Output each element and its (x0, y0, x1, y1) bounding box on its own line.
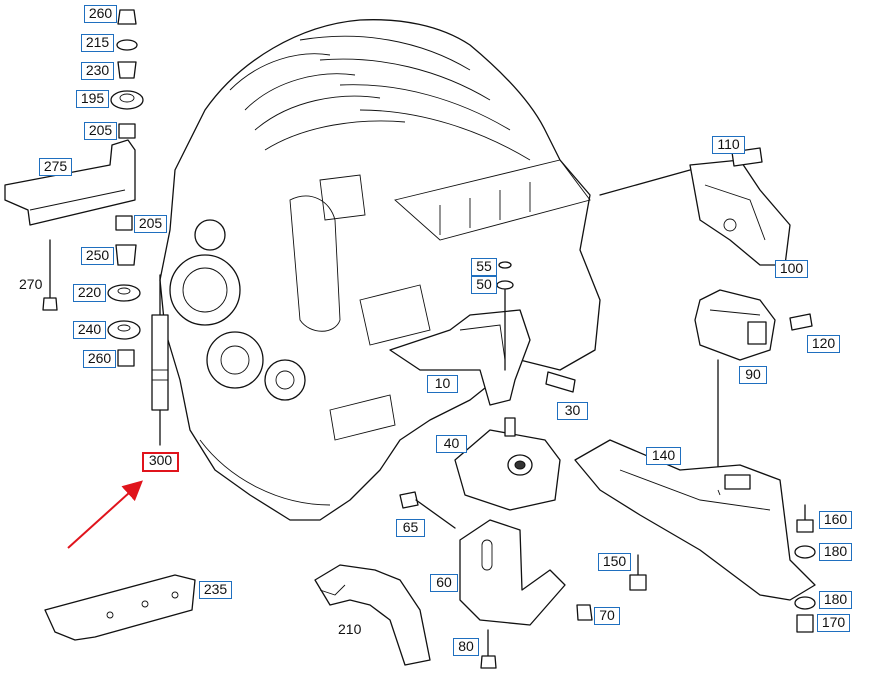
callout-120[interactable]: 120 (807, 335, 840, 353)
leader-lines (717, 489, 721, 496)
callout-195[interactable]: 195 (76, 90, 109, 108)
callout-215[interactable]: 215 (81, 34, 114, 52)
callout-205[interactable]: 205 (134, 215, 167, 233)
callout-220[interactable]: 220 (73, 284, 106, 302)
callout-60[interactable]: 60 (430, 574, 458, 592)
mount-40-drawing (454, 417, 561, 511)
callout-230[interactable]: 230 (81, 62, 114, 80)
callout-205[interactable]: 205 (84, 122, 117, 140)
callout-250[interactable]: 250 (81, 247, 114, 265)
callout-65[interactable]: 65 (396, 519, 425, 537)
mount-90-drawing (694, 289, 813, 491)
callout-260[interactable]: 260 (84, 5, 117, 23)
callout-50[interactable]: 50 (471, 276, 497, 294)
left-parts-stack (4, 9, 169, 446)
callout-275[interactable]: 275 (39, 158, 72, 176)
crossmember-140-drawing (574, 439, 816, 601)
callout-55[interactable]: 55 (471, 258, 497, 276)
callout-90[interactable]: 90 (739, 366, 767, 384)
bracket-60-drawing (399, 491, 593, 669)
callout-180[interactable]: 180 (819, 591, 852, 609)
bracket-10-drawing (389, 261, 576, 406)
callout-140[interactable]: 140 (646, 447, 681, 465)
engine-block-drawing (159, 19, 601, 521)
callout-300-selected[interactable]: 300 (142, 452, 179, 472)
callout-10[interactable]: 10 (427, 375, 458, 393)
plate-235-drawing (44, 574, 196, 641)
callout-100[interactable]: 100 (775, 260, 808, 278)
callout-110[interactable]: 110 (712, 136, 745, 154)
label-270: 270 (19, 276, 43, 292)
callout-80[interactable]: 80 (453, 638, 479, 656)
callout-180[interactable]: 180 (819, 543, 852, 561)
heat-shield-210-drawing (314, 564, 431, 666)
label-210: 210 (338, 621, 362, 637)
callout-30[interactable]: 30 (557, 402, 588, 420)
right-fasteners (629, 504, 816, 633)
callout-70[interactable]: 70 (594, 607, 620, 625)
callout-235[interactable]: 235 (199, 581, 232, 599)
callout-40[interactable]: 40 (436, 435, 467, 453)
callout-150[interactable]: 150 (598, 553, 631, 571)
callout-240[interactable]: 240 (73, 321, 106, 339)
callout-260[interactable]: 260 (83, 350, 116, 368)
callout-160[interactable]: 160 (819, 511, 852, 529)
bracket-100-drawing (599, 147, 791, 266)
callout-170[interactable]: 170 (817, 614, 850, 632)
red-pointer-arrow (67, 480, 143, 549)
